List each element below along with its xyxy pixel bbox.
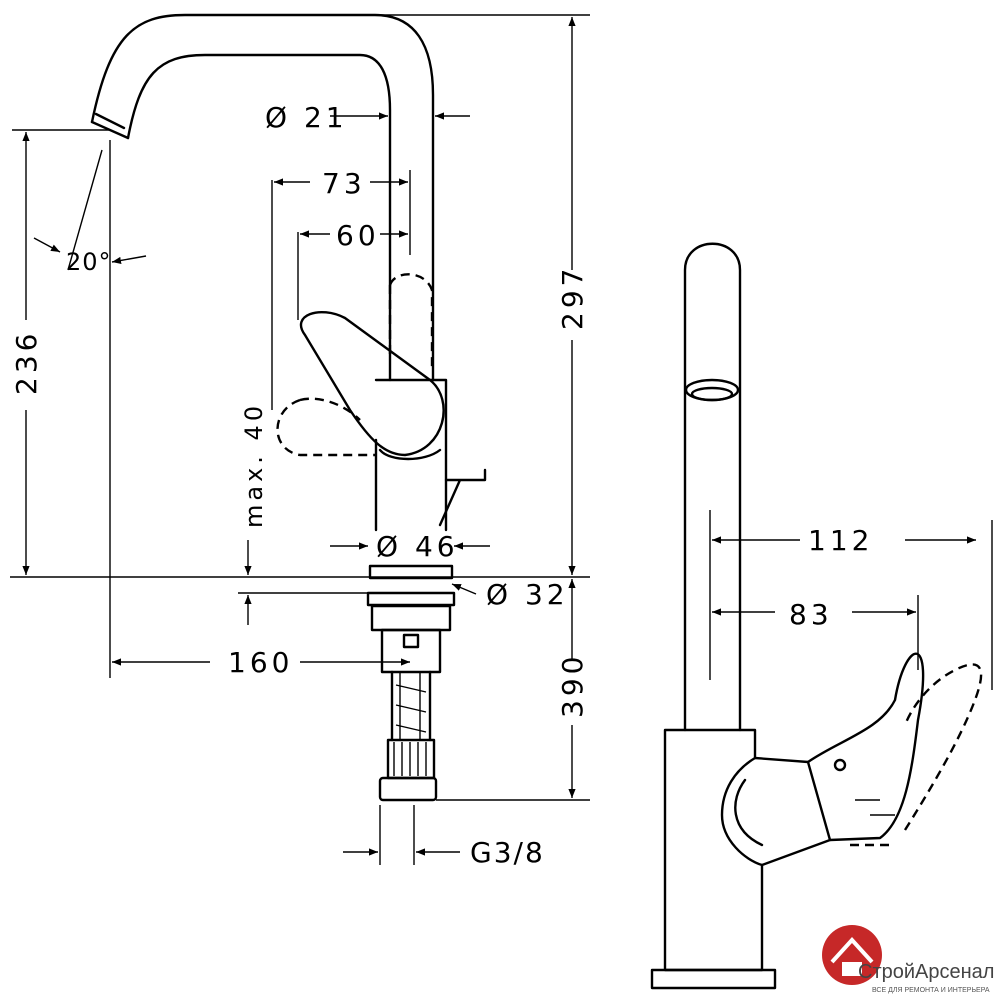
- label-d297: 297: [556, 265, 589, 330]
- label-d160: 160: [228, 646, 293, 679]
- front-view-faucet: [650, 242, 983, 990]
- logo-name-part-b: Арсенал: [915, 961, 994, 983]
- front-view-extension-lines: [709, 510, 993, 690]
- label-d21: Ø 21: [265, 101, 348, 134]
- side-view-faucet: [90, 13, 487, 802]
- label-d46: Ø 46: [376, 530, 459, 563]
- label-d112: 112: [808, 524, 873, 557]
- label-thread: G3/8: [470, 836, 545, 869]
- side-view-extension-lines: [10, 14, 590, 865]
- label-d390: 390: [556, 653, 589, 718]
- label-d73: 73: [322, 167, 366, 200]
- label-angle: 20°: [66, 248, 112, 276]
- label-d60: 60: [336, 219, 380, 252]
- stroyarsenal-logo: СтройАрсенал ВСЕ ДЛЯ РЕМОНТА И ИНТЕРЬЕРА: [822, 925, 994, 994]
- svg-text:СтройАрсенал: СтройАрсенал: [858, 961, 994, 983]
- logo-name-part-a: Строй: [858, 961, 915, 983]
- label-d83: 83: [789, 598, 833, 631]
- logo-tagline: ВСЕ ДЛЯ РЕМОНТА И ИНТЕРЬЕРА: [872, 987, 990, 994]
- label-d236: 236: [10, 330, 43, 395]
- side-view-dimension-arrows: [22, 17, 576, 856]
- label-max40: max. 40: [240, 402, 268, 528]
- logo-emblem: [822, 925, 882, 985]
- label-d32: Ø 32: [486, 578, 569, 611]
- front-view-dimension-arrows: [712, 536, 976, 616]
